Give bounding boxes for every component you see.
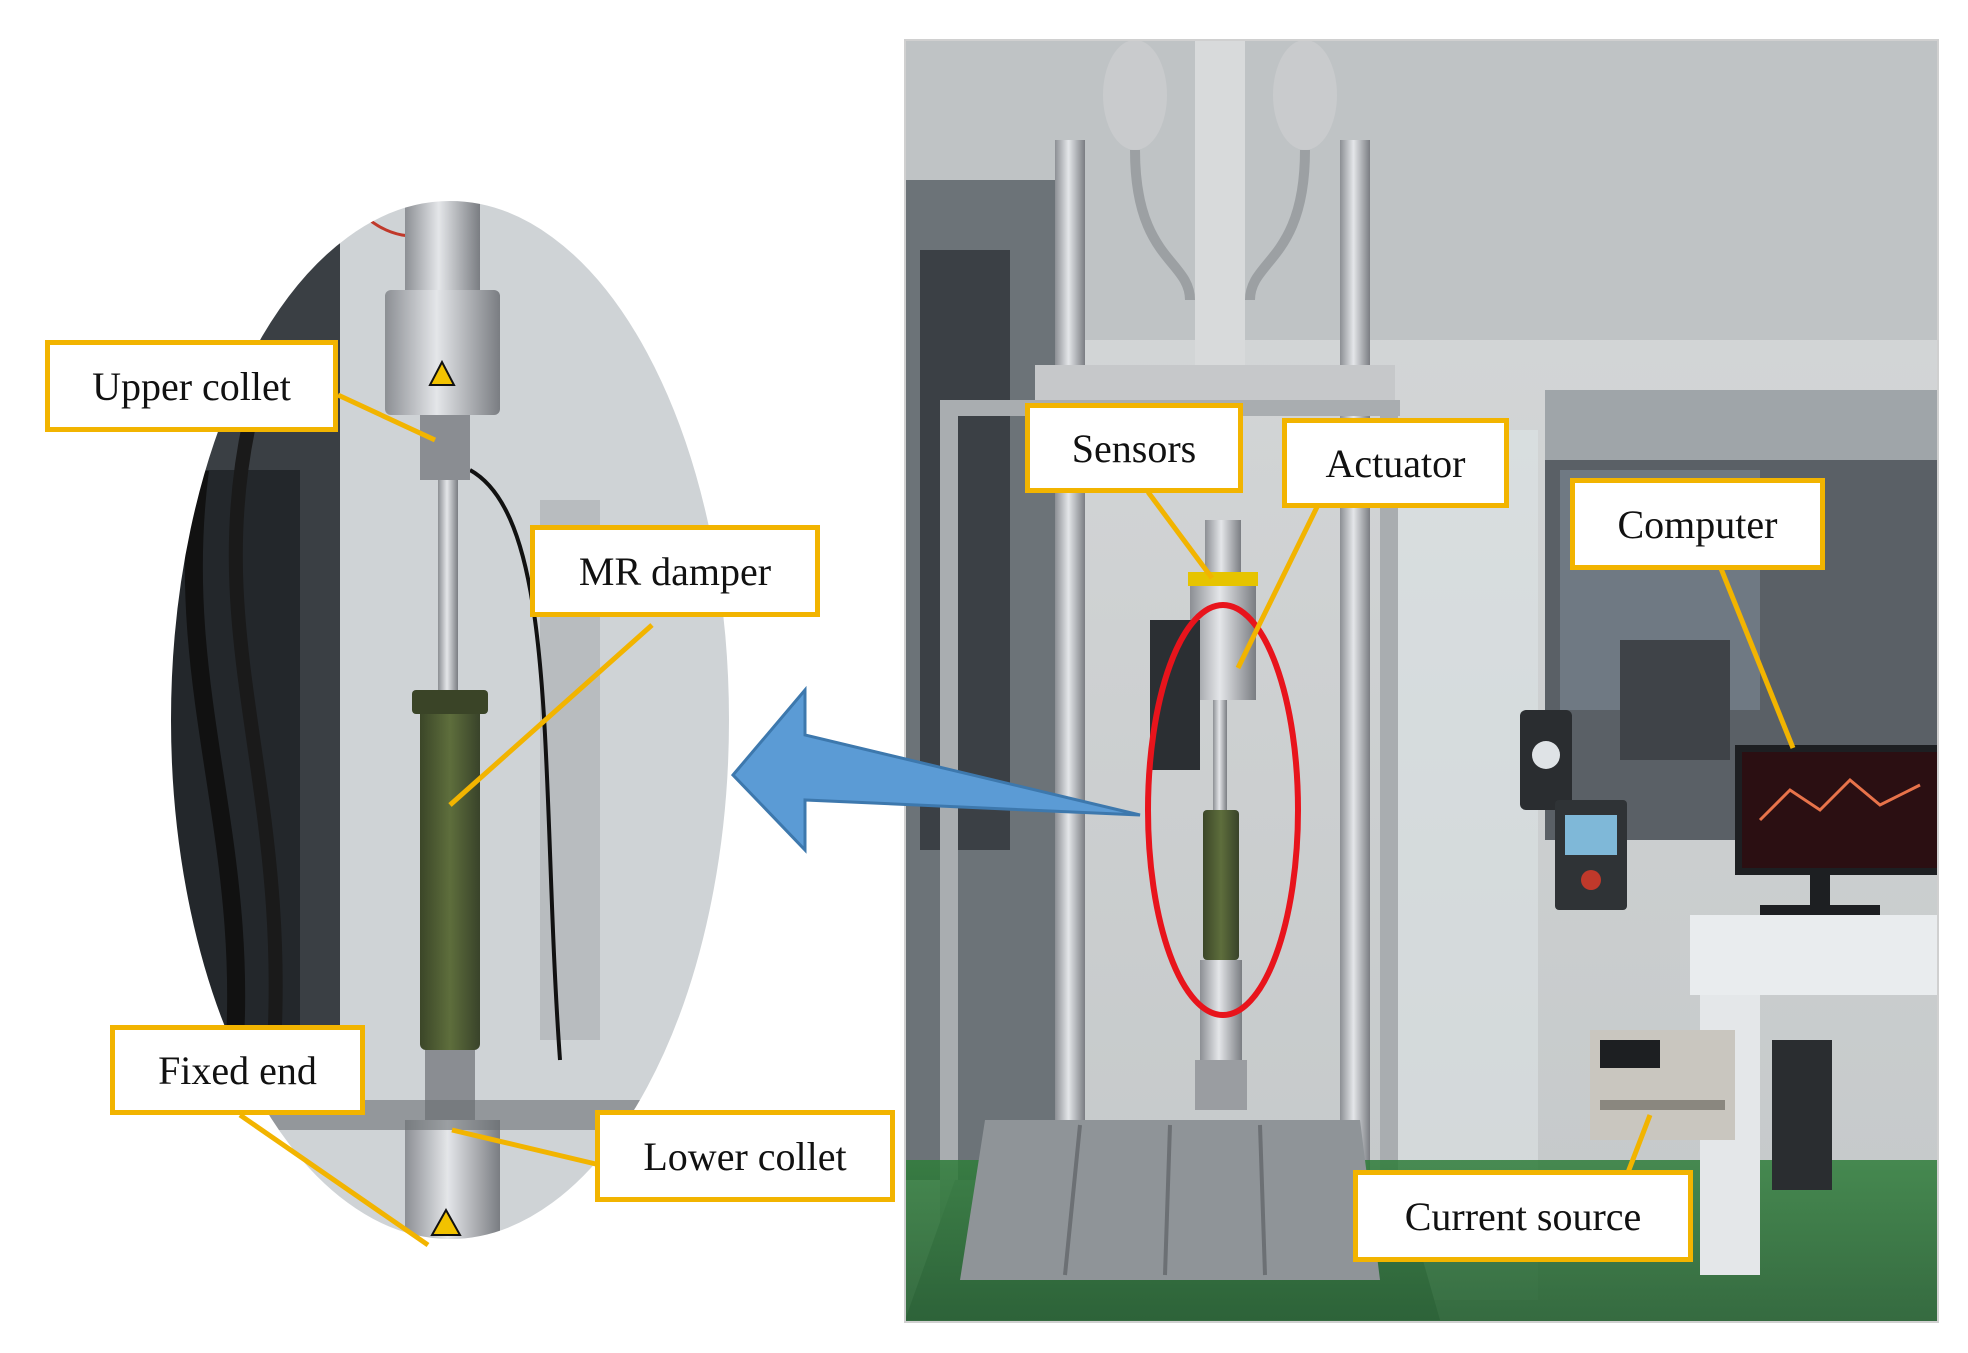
leader-upper-collet xyxy=(336,392,437,443)
label-mr-damper: MR damper xyxy=(530,525,820,617)
label-fixed-end: Fixed end xyxy=(110,1025,365,1115)
zoom-arrow-icon xyxy=(730,685,1141,854)
label-actuator: Actuator xyxy=(1282,418,1509,508)
detail-oval-border xyxy=(169,199,731,1241)
label-current-source: Current source xyxy=(1353,1170,1693,1262)
leader-computer xyxy=(1717,565,1796,749)
label-upper-collet: Upper collet xyxy=(45,340,338,432)
leader-fixed-end xyxy=(238,1112,430,1248)
leader-sensors xyxy=(1145,490,1215,580)
leader-lines xyxy=(238,392,1796,1248)
leader-mr-damper xyxy=(448,623,654,807)
overview-photo-border xyxy=(904,39,1939,1323)
leader-actuator xyxy=(1235,503,1321,670)
label-lower-collet: Lower collet xyxy=(595,1110,895,1202)
highlight-ellipse xyxy=(1145,602,1301,1018)
leader-lower-collet xyxy=(451,1127,601,1168)
overview-photo xyxy=(905,40,1938,1322)
label-computer: Computer xyxy=(1570,478,1825,570)
leader-current-source xyxy=(1624,1114,1653,1176)
label-sensors: Sensors xyxy=(1025,403,1243,493)
